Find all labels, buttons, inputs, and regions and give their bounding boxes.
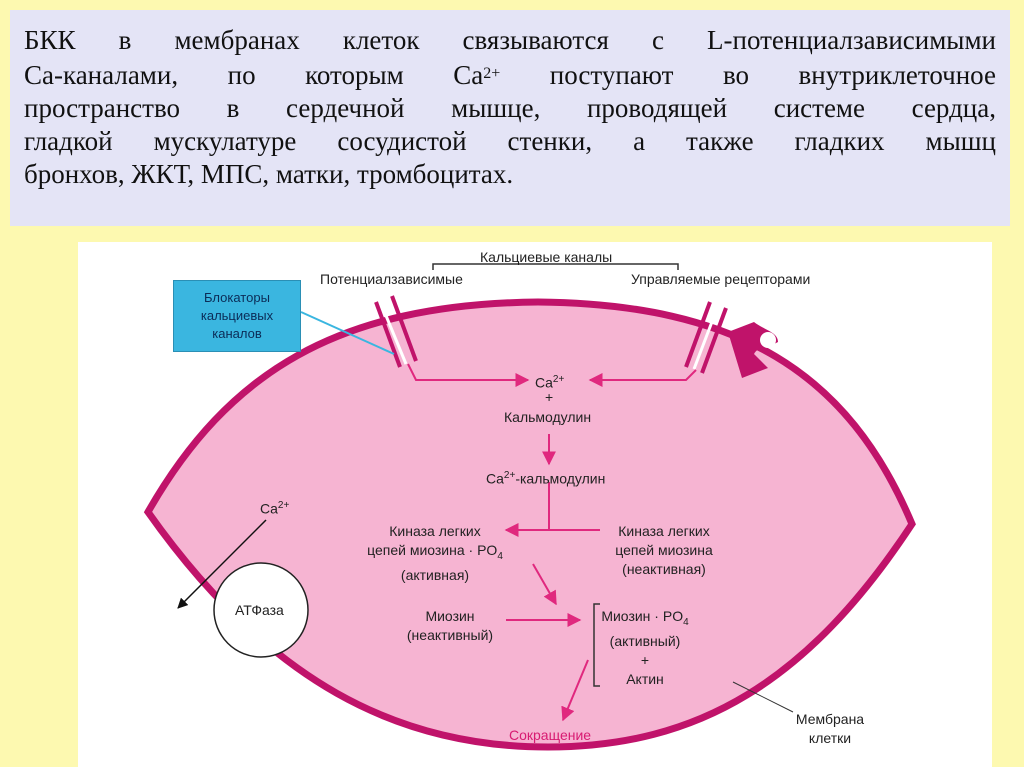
intro-line-2: Са-каналами, по которым Са2+ поступают в… [24, 57, 996, 92]
receptor-operated-label: Управляемые рецепторами [631, 271, 811, 287]
kinase-active-sub: 4 [497, 550, 503, 562]
kinase-inactive-line-2: цепей миозина [615, 542, 713, 558]
myosin-active-line-2: (активный) [609, 632, 681, 649]
plus-sign-1: + [545, 389, 554, 405]
ca-calmodulin-ca: Ca [486, 470, 504, 487]
membrane-pointer [732, 681, 794, 713]
atpase-arrow [177, 519, 267, 609]
kinase-inactive-label: Киназа легких цепей миозина (неактивная) [604, 522, 724, 579]
arrow-to-contraction [561, 659, 589, 722]
membrane-label: Мембрана клетки [790, 710, 870, 748]
kinase-active-line-1: Киназа легких [389, 523, 481, 539]
ca-top-text: Ca [535, 374, 553, 391]
arrow-voltage-to-ca [407, 363, 530, 387]
membrane-line-2: клетки [808, 730, 852, 746]
kinase-active-line-2-text: цепей миозина · PO [367, 542, 498, 558]
myosin-inactive-line-2: (неактивный) [406, 627, 494, 643]
intro-line-2-b: поступают во внутриклеточное [500, 60, 996, 90]
intro-paragraph: БКК в мембранах клеток связываются с L-п… [24, 24, 996, 191]
intro-line-2-a: Са-каналами, по которым Са [24, 60, 484, 90]
intro-line-4: гладкой мускулатуре сосудистой стенки, а… [24, 126, 996, 156]
ca-left-sup: 2+ [277, 500, 290, 511]
calmodulin-label: Кальмодулин [504, 409, 592, 425]
ca-calmodulin-sup: 2+ [503, 470, 516, 481]
calcium-channels-label: Кальциевые каналы [480, 249, 613, 265]
myosin-actin-bracket [593, 603, 600, 687]
arrow-receptor-to-ca [588, 369, 697, 387]
kinase-active-line-3: (активная) [400, 566, 470, 583]
ca-calmodulin-text: -кальмодулин [515, 470, 606, 487]
intro-line-2-sup: 2+ [483, 65, 501, 82]
myosin-inactive-line-1: Миозин [425, 608, 475, 624]
myosin-active-label: Миозин · PO4 (активный) + Актин [590, 607, 700, 689]
myosin-active-line-1: Миозин · PO4 [590, 607, 700, 632]
receptor-channel [684, 301, 778, 378]
atpase-circle [213, 562, 309, 658]
ca-left-text: Ca [260, 500, 278, 517]
voltage-channel [374, 295, 418, 368]
kinase-active-line-2: цепей миозина · PO4 [360, 541, 510, 566]
blockers-line-3: каналов [212, 326, 262, 341]
plus-sign-2: + [640, 651, 650, 668]
arrow-kinase-to-myosin [532, 563, 557, 606]
intro-line-3: пространство в сердечной мышце, проводящ… [24, 93, 996, 123]
ca-ion-left-label: Ca2+ [260, 496, 289, 519]
actin-label: Актин [626, 670, 664, 687]
kinase-inactive-line-3: (неактивная) [622, 561, 706, 577]
calcium-channel-diagram: Кальциевые каналы Потенциалзависимые Упр… [78, 242, 992, 767]
ca-top-sup: 2+ [552, 374, 565, 385]
voltage-dependent-label: Потенциалзависимые [320, 271, 463, 287]
channels-bracket [432, 263, 679, 270]
intro-line-5: бронхов, ЖКТ, МПС, матки, тромбоцитах. [24, 159, 514, 189]
contraction-label: Сокращение [509, 727, 592, 743]
blocker-pointer [300, 311, 395, 355]
diagram-graphics [143, 263, 916, 751]
ca-ion-top-label: Ca2+ [535, 370, 564, 393]
kinase-inactive-line-1: Киназа легких [618, 523, 710, 539]
blockers-line-2: кальциевых [200, 308, 274, 323]
membrane-line-1: Мембрана [795, 711, 865, 727]
intro-line-1: БКК в мембранах клеток связываются с L-п… [24, 25, 996, 55]
kinase-active-label: Киназа легких цепей миозина · PO4 (актив… [360, 522, 510, 585]
intro-text-panel: БКК в мембранах клеток связываются с L-п… [10, 10, 1010, 226]
myosin-inactive-label: Миозин (неактивный) [396, 607, 504, 645]
ca-calmodulin-label: Ca2+-кальмодулин [486, 466, 605, 489]
myosin-active-sub: 4 [683, 616, 689, 628]
calcium-channel-blockers-box: Блокаторы кальциевых каналов [173, 280, 301, 352]
myosin-active-line-1-text: Миозин · PO [601, 608, 684, 624]
cell-membrane [143, 298, 916, 751]
blockers-line-1: Блокаторы [204, 290, 270, 305]
atpase-label: АТФаза [235, 602, 284, 618]
